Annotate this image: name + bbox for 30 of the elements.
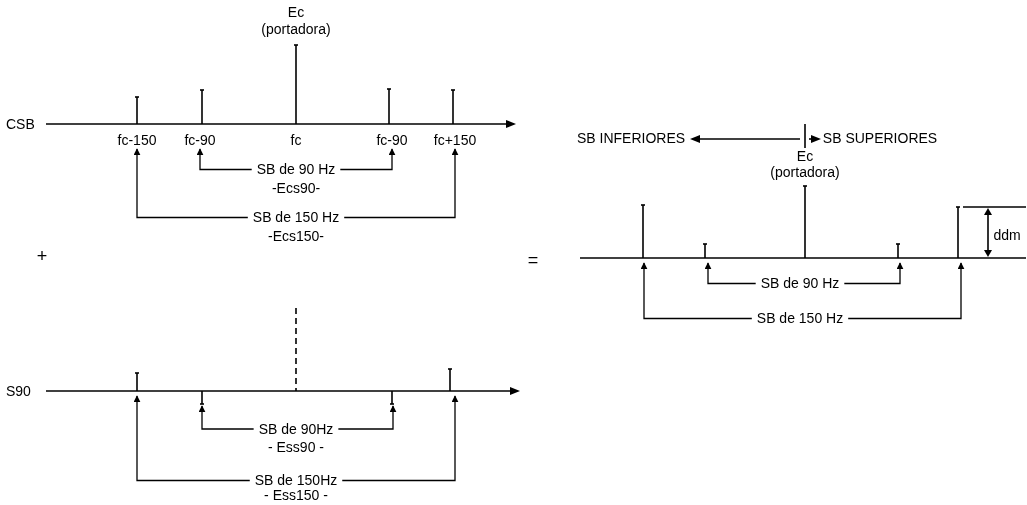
frequency-label: fc-90 <box>182 132 218 148</box>
text-label: S90 <box>6 383 31 399</box>
frequency-label: fc-90 <box>374 132 410 148</box>
leader-arrow <box>343 148 459 219</box>
leader-arrow <box>133 395 251 482</box>
text-label: (portadora) <box>770 164 840 180</box>
leader-arrow <box>704 262 757 285</box>
leader-arrow <box>847 262 965 320</box>
leader-arrow <box>196 148 253 171</box>
text-label: fc <box>290 132 302 148</box>
sideband-label: SB de 150Hz <box>252 473 340 488</box>
leader-arrow <box>337 405 397 430</box>
leader-arrow <box>198 405 255 430</box>
frequency-label: fc+150 <box>431 132 479 148</box>
leader-arrow <box>640 262 753 320</box>
frequency-label: fc-150 <box>115 132 159 148</box>
text-label: Ec <box>287 4 305 20</box>
text-label: (portadora) <box>261 21 331 37</box>
leader-arrow <box>133 148 249 219</box>
text-label: + <box>36 248 48 264</box>
leader-arrow <box>341 395 459 482</box>
amplitude-label: - Ess150 - <box>262 488 330 503</box>
text-label: = <box>527 252 539 268</box>
text-label: SB SUPERIORES <box>822 130 938 146</box>
leader-arrow <box>843 262 904 285</box>
text-label: SB INFERIORES <box>576 130 686 146</box>
text-label: CSB <box>6 116 35 132</box>
leader-arrow <box>339 148 396 171</box>
text-label: Ec <box>796 148 814 164</box>
text-label: ddm <box>993 227 1021 243</box>
